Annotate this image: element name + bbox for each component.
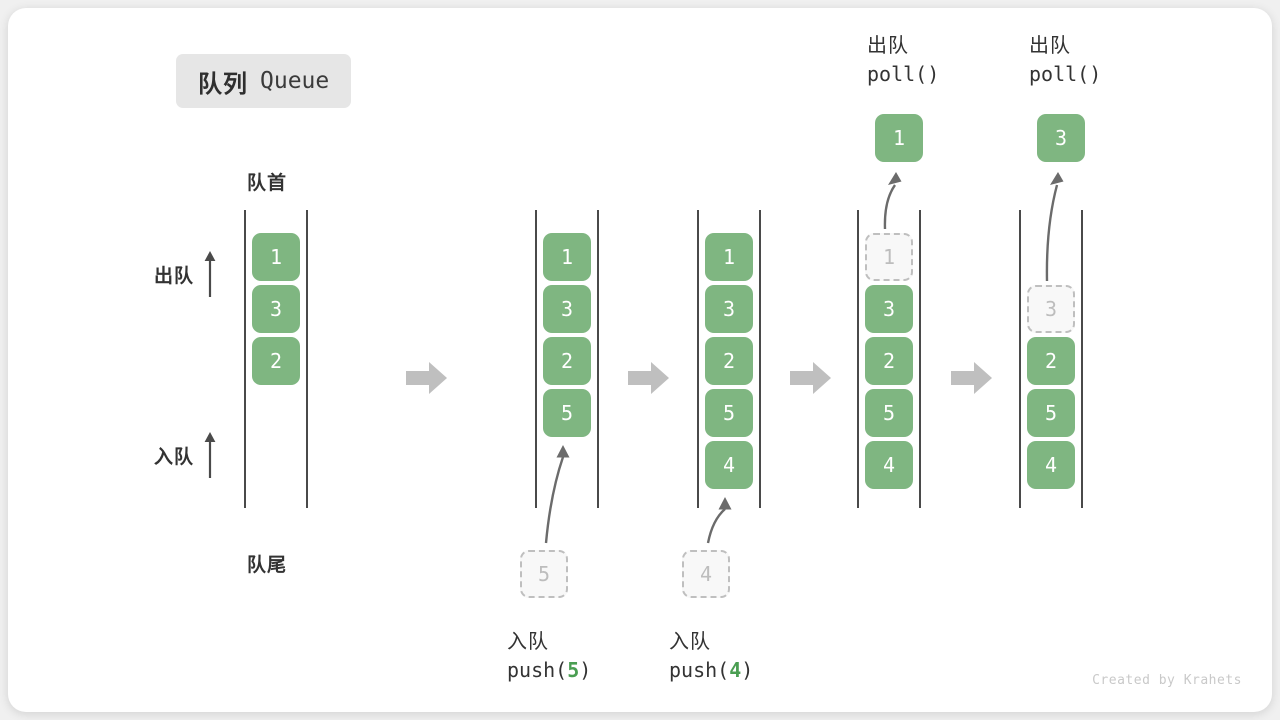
- queue-rail: [306, 210, 308, 508]
- title-badge: 队列 Queue: [176, 54, 352, 108]
- step-transition-arrow-icon: [951, 362, 992, 394]
- caption-code-argument: 5: [567, 658, 580, 683]
- caption-operation-name: 出队: [867, 35, 909, 57]
- queue-cell-solid: 1: [252, 233, 300, 281]
- caption-code: push(5): [507, 658, 592, 683]
- queue-cell-solid: 1: [543, 233, 591, 281]
- caption-code: poll(): [867, 62, 940, 87]
- step-transition-arrow-icon: [406, 362, 447, 394]
- up-arrow-icon: [204, 432, 216, 478]
- step-transition-arrow-icon: [790, 362, 831, 394]
- queue-cell-solid: 2: [252, 337, 300, 385]
- dequeue-direction-label: 出队: [154, 250, 217, 298]
- queue-head-label: 队首: [247, 173, 288, 194]
- caption-code: poll(): [1029, 62, 1102, 87]
- queue-rail: [1019, 210, 1021, 508]
- caption-code: push(4): [669, 658, 754, 683]
- step-caption-top: 出队 poll(): [867, 32, 939, 89]
- outgoing-element: 1: [875, 114, 923, 162]
- title-chinese: 队列: [198, 70, 248, 98]
- queue-cell-solid: 2: [1027, 337, 1075, 385]
- queue-cell-solid: 5: [865, 389, 913, 437]
- queue-rail: [597, 210, 599, 508]
- footer-credit: Created by Krahets: [1092, 673, 1242, 688]
- queue-cell-solid: 3: [252, 285, 300, 333]
- queue-cell-solid: 5: [705, 389, 753, 437]
- queue-cell-empty: [1027, 233, 1075, 281]
- queue-rail: [244, 210, 246, 508]
- queue-cell-solid: 5: [1027, 389, 1075, 437]
- queue-rail: [697, 210, 699, 508]
- queue-cell-solid: 4: [1027, 441, 1075, 489]
- enqueue-text: 入队: [154, 446, 195, 468]
- step-transition-arrow-icon: [628, 362, 669, 394]
- queue-rail: [1081, 210, 1083, 508]
- queue-rail: [919, 210, 921, 508]
- title-english: Queue: [260, 68, 330, 94]
- outgoing-element: 3: [1037, 114, 1085, 162]
- step-caption-bottom: 入队 push(5): [507, 628, 591, 685]
- step-caption-top: 出队 poll(): [1029, 32, 1101, 89]
- queue-cell-ghost: 1: [865, 233, 913, 281]
- caption-operation-name: 出队: [1029, 35, 1071, 57]
- queue-cell-solid: 1: [705, 233, 753, 281]
- caption-operation-name: 入队: [507, 631, 549, 653]
- incoming-element: 5: [520, 550, 568, 598]
- queue-rail: [759, 210, 761, 508]
- queue-cell-solid: 2: [705, 337, 753, 385]
- queue-tail-label: 队尾: [247, 555, 288, 576]
- incoming-element: 4: [682, 550, 730, 598]
- dequeue-text: 出队: [154, 265, 195, 287]
- queue-cell-solid: 3: [865, 285, 913, 333]
- up-arrow-icon: [204, 251, 216, 297]
- queue-cell-solid: 2: [543, 337, 591, 385]
- caption-code-argument: 4: [729, 658, 742, 683]
- enqueue-direction-label: 入队: [154, 431, 217, 479]
- queue-cell-solid: 3: [705, 285, 753, 333]
- queue-cell-ghost: 3: [1027, 285, 1075, 333]
- queue-cell-solid: 5: [543, 389, 591, 437]
- queue-cell-solid: 3: [543, 285, 591, 333]
- queue-cell-solid: 4: [705, 441, 753, 489]
- queue-cell-solid: 4: [865, 441, 913, 489]
- queue-cell-solid: 2: [865, 337, 913, 385]
- caption-operation-name: 入队: [669, 631, 711, 653]
- queue-rail: [535, 210, 537, 508]
- queue-rail: [857, 210, 859, 508]
- step-caption-bottom: 入队 push(4): [669, 628, 753, 685]
